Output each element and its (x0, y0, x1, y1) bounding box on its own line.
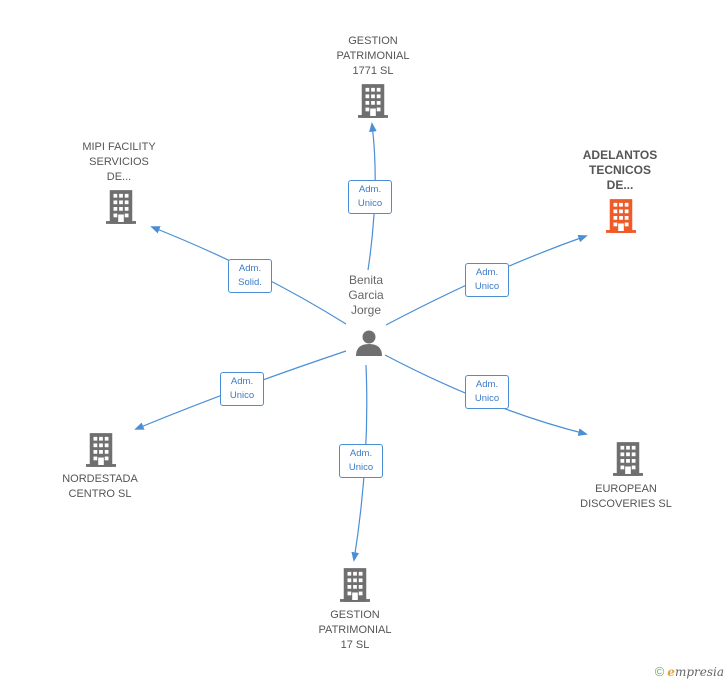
company-label-european[interactable]: EUROPEAN DISCOVERIES SL (580, 483, 672, 510)
role-badge-mipi: Adm. Solid. (228, 259, 272, 293)
building-icon[interactable] (358, 84, 388, 118)
person-icon[interactable] (356, 330, 382, 357)
building-icon[interactable] (86, 433, 116, 467)
company-label-adelantos[interactable]: ADELANTOS TECNICOS DE... (582, 148, 658, 192)
building-icon[interactable] (340, 568, 370, 602)
building-icon[interactable] (606, 199, 636, 233)
copyright-icon: © (654, 664, 665, 679)
role-badge-adelantos: Adm. Unico (465, 263, 509, 297)
role-badge-gestion-1771: Adm. Unico (348, 180, 392, 214)
role-badge-nordestada: Adm. Unico (220, 372, 264, 406)
company-label-mipi[interactable]: MIPI FACILITY SERVICIOS DE... (82, 141, 156, 183)
role-badge-gestion-17: Adm. Unico (339, 444, 383, 478)
building-icon[interactable] (106, 190, 136, 224)
company-label-gestion-1771[interactable]: GESTION PATRIMONIAL 1771 SL (336, 35, 410, 77)
company-label-gestion-17[interactable]: GESTION PATRIMONIAL 17 SL (318, 609, 392, 651)
building-icon[interactable] (613, 442, 643, 476)
brand-logo: empresia (667, 664, 724, 679)
company-label-nordestada[interactable]: NORDESTADA CENTRO SL (62, 473, 138, 500)
role-badge-european: Adm. Unico (465, 375, 509, 409)
person-name-label[interactable]: Benita Garcia Jorge (348, 273, 384, 317)
empresia-watermark: © empresia (655, 664, 724, 679)
icons (86, 84, 643, 602)
